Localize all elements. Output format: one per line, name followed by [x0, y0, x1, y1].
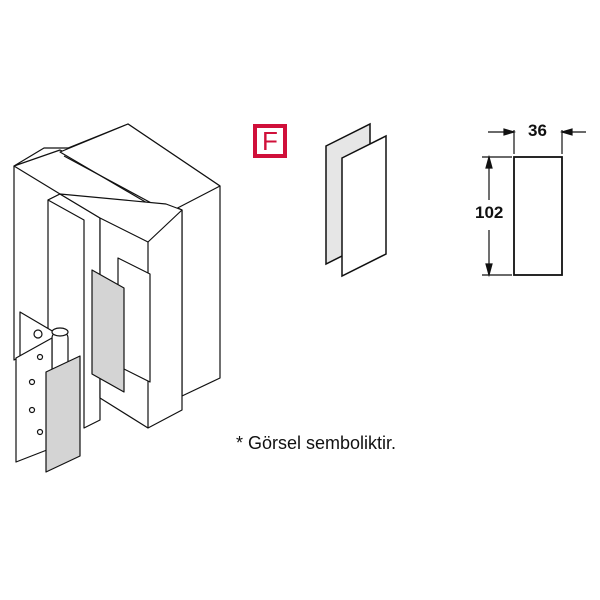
width-dimension-label: 36	[528, 121, 547, 140]
dimension-drawing	[482, 128, 586, 278]
height-dimension-label: 102	[475, 203, 504, 222]
hinge-illustration	[13, 123, 221, 473]
badge-label: F	[262, 126, 278, 156]
plates-illustration	[325, 122, 387, 278]
symbolic-image-note: * Görsel semboliktir.	[236, 433, 397, 453]
fire-rated-badge: F	[253, 124, 287, 158]
